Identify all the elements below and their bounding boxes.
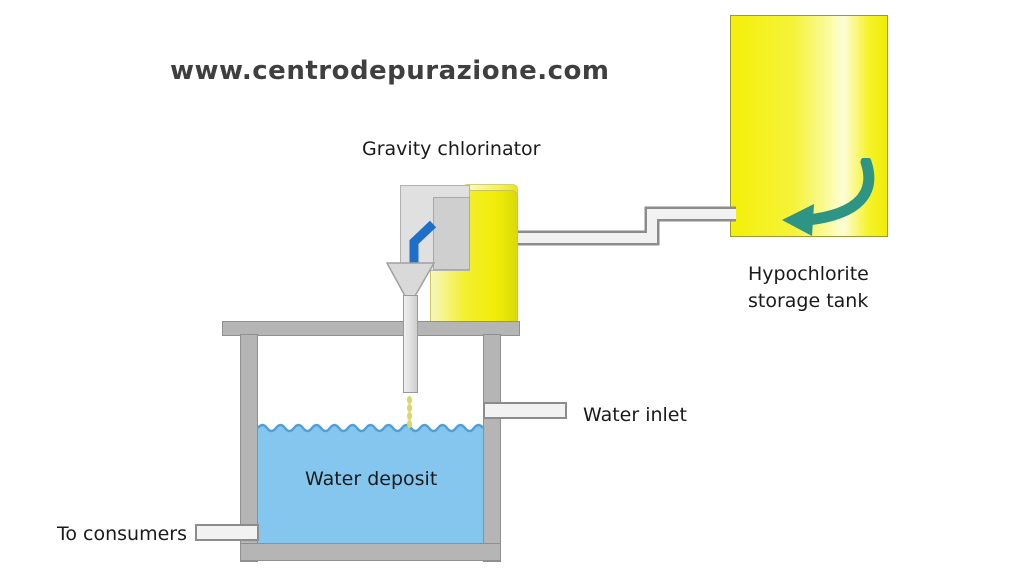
chlorine-drop-icon — [407, 412, 412, 420]
to-consumers-pipe — [195, 524, 259, 541]
water-inlet-label: Water inlet — [583, 404, 687, 426]
deposit-left-wall — [240, 334, 258, 562]
funnel — [386, 262, 436, 297]
water-deposit-label: Water deposit — [305, 468, 438, 490]
feed-pipe — [510, 206, 736, 246]
chlorine-drop-icon — [407, 420, 412, 428]
dosing-flow-arrow-icon — [409, 221, 437, 263]
water-inlet-pipe — [483, 402, 567, 419]
hypochlorite-tank-label: Hypochlorite storage tank — [748, 263, 869, 312]
deposit-bottom-wall — [240, 543, 501, 561]
recirculation-arrow-icon — [782, 158, 875, 236]
to-consumers-label: To consumers — [57, 523, 188, 545]
deposit-top-rim — [222, 321, 520, 336]
gravity-chlorinator-label: Gravity chlorinator — [362, 138, 541, 160]
chlorine-drop-icon — [407, 404, 412, 412]
water-body — [258, 423, 483, 543]
website-watermark: www.centrodepurazione.com — [170, 56, 610, 86]
funnel-stem — [403, 295, 418, 393]
chlorinator-dosing-panel — [433, 197, 470, 270]
chlorine-drop-icon — [407, 396, 412, 404]
deposit-right-wall — [483, 334, 501, 562]
